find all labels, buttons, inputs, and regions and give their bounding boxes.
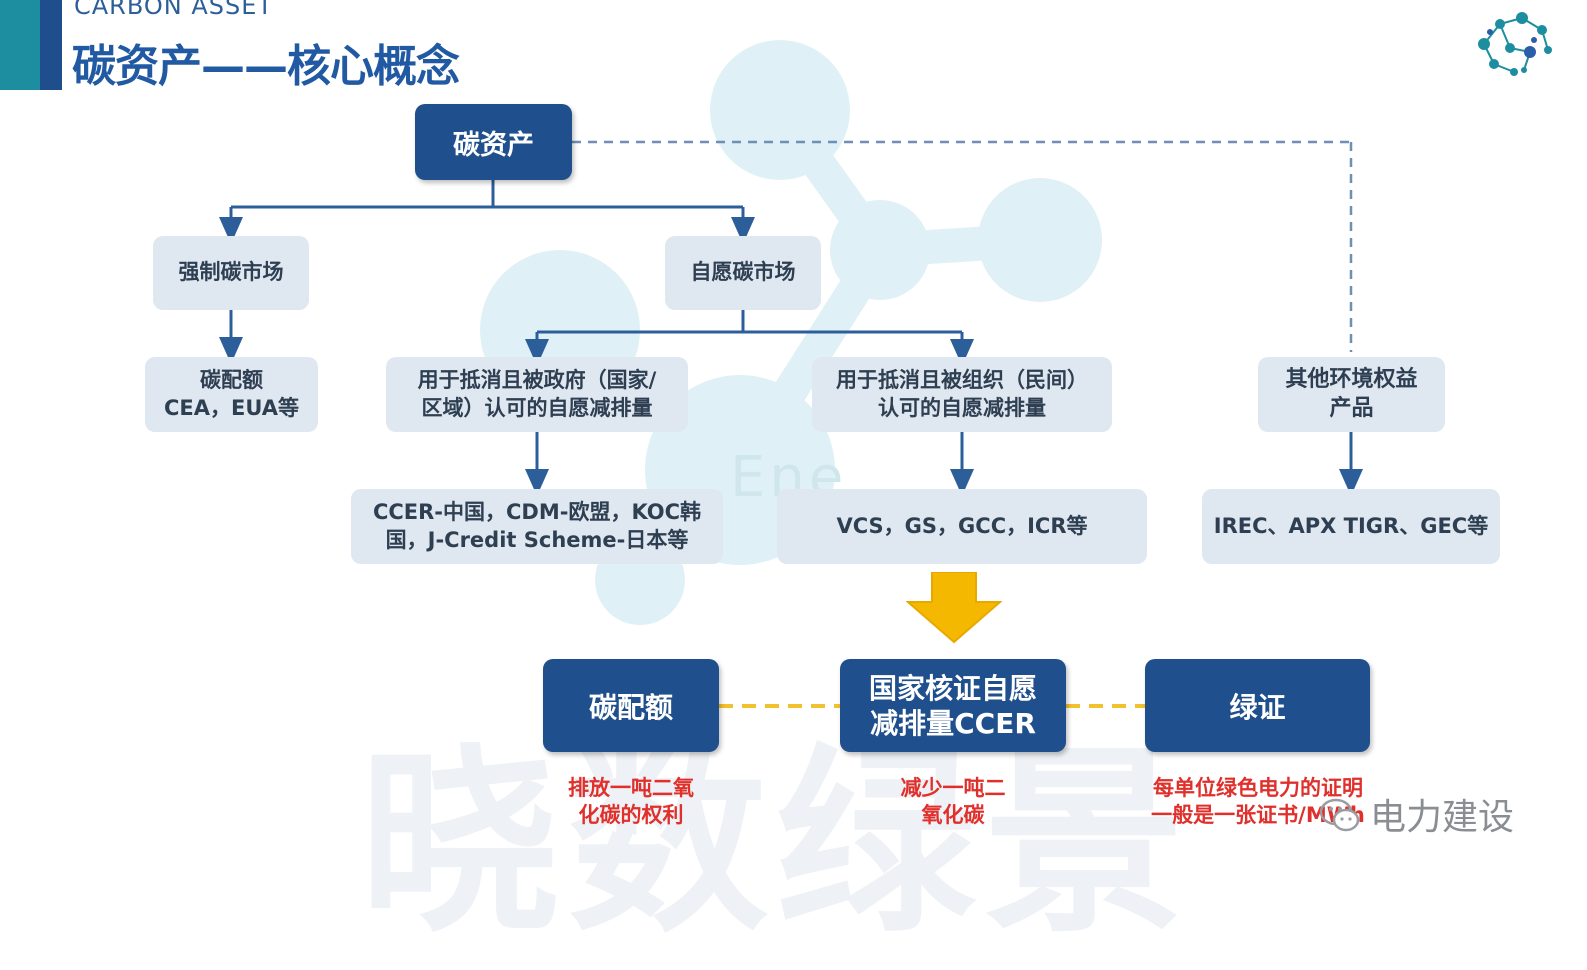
allowance-node: 碳配额 CEA，EUA等 bbox=[145, 357, 318, 432]
mandatory-market-node: 强制碳市场 bbox=[153, 236, 309, 310]
header-accent-blue bbox=[40, 0, 62, 90]
header-accent-teal bbox=[0, 0, 40, 90]
voluntary-market-node: 自愿碳市场 bbox=[665, 236, 821, 310]
ccer-description: 减少一吨二 氧化碳 bbox=[900, 776, 1006, 828]
down-arrow-icon bbox=[906, 572, 1002, 644]
root-node: 碳资产 bbox=[415, 104, 572, 180]
other-rights-node: 其他环境权益 产品 bbox=[1258, 357, 1445, 432]
gov-examples-node: CCER-中国，CDM-欧盟，KOC韩 国，J-Credit Scheme-日本… bbox=[351, 489, 723, 564]
molecule-logo-icon bbox=[1478, 12, 1552, 76]
wechat-icon bbox=[1319, 798, 1360, 832]
green-cert-box: 绿证 bbox=[1145, 659, 1370, 752]
allowance-description: 排放一吨二氧 化碳的权利 bbox=[568, 776, 694, 828]
ccer-box: 国家核证自愿 减排量CCER bbox=[840, 659, 1066, 752]
gov-offset-node: 用于抵消且被政府（国家/ 区域）认可的自愿减排量 bbox=[386, 357, 688, 432]
allowance-box: 碳配额 bbox=[543, 659, 719, 752]
page-title: 碳资产——核心概念 bbox=[72, 41, 460, 92]
org-offset-node: 用于抵消且被组织（民间） 认可的自愿减排量 bbox=[812, 357, 1112, 432]
page-subtitle: CARBON ASSET bbox=[74, 0, 274, 20]
connector-lines bbox=[219, 140, 1363, 708]
wechat-watermark-label: 电力建设 bbox=[1370, 797, 1515, 838]
wechat-watermark: 电力建设 bbox=[1318, 788, 1514, 840]
org-examples-node: VCS，GS，GCC，ICR等 bbox=[777, 489, 1147, 564]
other-examples-node: IREC、APX TIGR、GEC等 bbox=[1202, 489, 1500, 564]
